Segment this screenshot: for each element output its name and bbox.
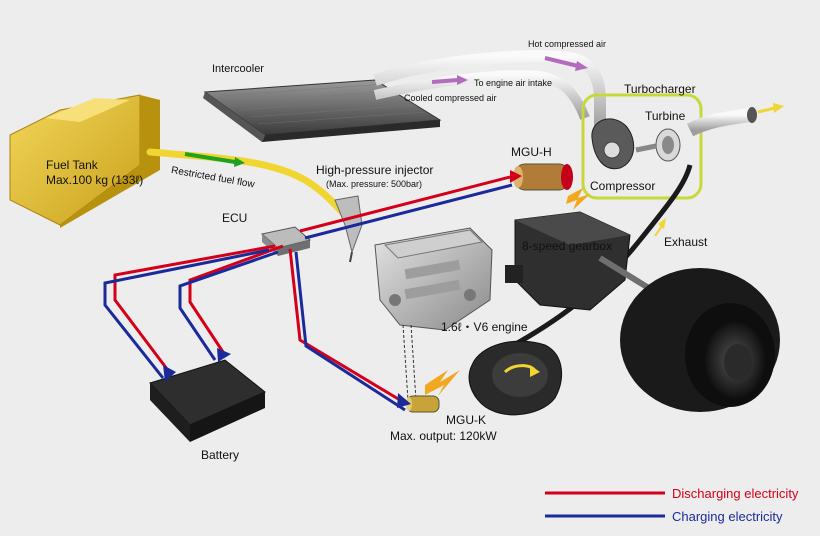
engine — [374, 227, 493, 331]
compressor — [591, 118, 635, 170]
gearbox — [505, 211, 631, 311]
discharging-lines — [113, 175, 511, 402]
hot-air-label: Hot compressed air — [528, 39, 607, 49]
turbine — [635, 128, 681, 162]
mgu-k-output-label: Max. output: 120kW — [390, 429, 497, 443]
injector-label: High-pressure injector — [316, 163, 434, 177]
arrowheads — [163, 170, 522, 408]
engine-label: 1.6ℓ・V6 engine — [441, 320, 528, 334]
injector-pressure-label: (Max. pressure: 500bar) — [326, 179, 423, 189]
air-pipes — [373, 50, 606, 128]
cooled-air-label: Cooled compressed air — [404, 93, 497, 103]
to-engine-label: To engine air intake — [474, 78, 553, 88]
fuel-line — [146, 148, 349, 219]
turbocharger-highlight — [581, 93, 703, 200]
battery-label: Battery — [201, 448, 240, 462]
flywheel-housing — [468, 340, 563, 416]
fuel-tank-label: Fuel Tank — [46, 158, 98, 172]
fuel-capacity-label: Max.100 kg (133ℓ) — [46, 173, 144, 187]
legend-discharging-label: Discharging electricity — [672, 486, 799, 501]
mgu-k — [406, 395, 440, 413]
ecu — [260, 226, 312, 256]
intercooler-label: Intercooler — [212, 63, 264, 75]
rear-tire — [620, 268, 780, 412]
charging-lines — [103, 183, 513, 412]
legend-charging-label: Charging electricity — [672, 509, 783, 524]
mgu-k-label: MGU-K — [446, 413, 486, 427]
ecu-label: ECU — [222, 211, 248, 225]
mgu-h-label: MGU-H — [511, 145, 552, 159]
fuel-tank — [9, 94, 160, 228]
mgu-h-spark-icon — [566, 188, 590, 210]
exhaust-label: Exhaust — [664, 235, 708, 249]
mgu-k-spark-icon — [425, 370, 460, 396]
gearbox-label: 8-speed gearbox — [522, 239, 613, 253]
exhaust-pipe — [686, 103, 784, 137]
exhaust-line — [503, 164, 693, 353]
engine-mgu-k-link — [402, 324, 409, 401]
turbocharger-label: Turbocharger — [624, 82, 696, 96]
compressor-label: Compressor — [590, 179, 656, 193]
mgu-h — [513, 163, 573, 191]
battery — [149, 359, 266, 442]
turbine-label: Turbine — [645, 109, 686, 123]
